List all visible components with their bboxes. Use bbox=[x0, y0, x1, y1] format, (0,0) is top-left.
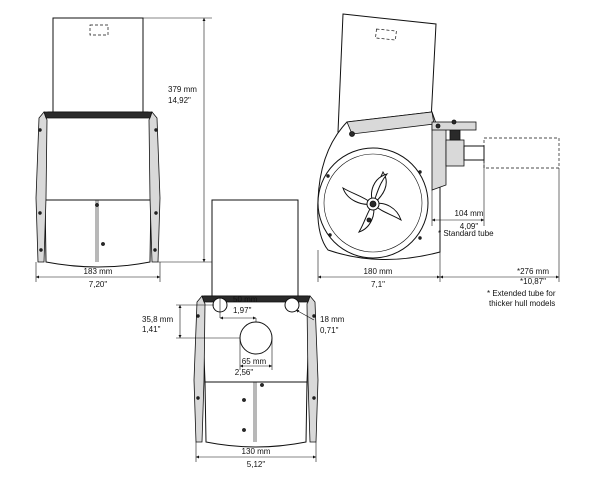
front-right-fin bbox=[148, 111, 161, 263]
dim-side-width-inch: 7,1" bbox=[371, 280, 385, 289]
dim-extended-tube-mm: *276 mm bbox=[517, 267, 549, 276]
side-hole-marker bbox=[349, 131, 355, 137]
bottom-right-fin bbox=[306, 295, 319, 443]
side-label-plate bbox=[375, 28, 397, 41]
dim-height-inch: 14,92" bbox=[168, 96, 191, 105]
side-nut bbox=[445, 139, 465, 167]
dim-standard-tube bbox=[431, 160, 485, 226]
dim-hole-diameter bbox=[239, 338, 273, 370]
dim-hole-diameter-mm: 65 mm bbox=[242, 357, 267, 366]
dim-hole-height bbox=[176, 304, 240, 339]
dim-front-width-inch: 7,20" bbox=[89, 280, 108, 289]
side-tube-standard bbox=[463, 145, 485, 161]
side-mount-bracket bbox=[431, 124, 447, 191]
dim-bottom-width-inch: 5,12" bbox=[247, 460, 266, 469]
dim-front-width-mm: 183 mm bbox=[84, 267, 113, 276]
note-extended-tube-2: thicker hull models bbox=[489, 299, 555, 308]
bottom-tube bbox=[211, 199, 299, 299]
dim-hole-height-mm: 35,8 mm bbox=[142, 315, 173, 324]
dim-standard-tube-mm: 104 mm bbox=[455, 209, 484, 218]
bottom-small-hole-right bbox=[284, 297, 300, 313]
front-housing bbox=[42, 111, 154, 201]
dim-small-hole-inch: 0,71" bbox=[320, 326, 339, 335]
side-view bbox=[317, 13, 560, 261]
side-extended-tube bbox=[483, 137, 560, 169]
dim-bottom-width bbox=[195, 442, 317, 462]
bottom-view bbox=[193, 199, 319, 448]
dim-extended-tube bbox=[440, 168, 560, 282]
dim-hole-center bbox=[219, 298, 257, 322]
dim-height bbox=[143, 17, 212, 263]
dim-height-mm: 379 mm bbox=[168, 85, 197, 94]
dim-standard-tube-inch: 4,09" bbox=[460, 222, 479, 231]
dim-hole-height-inch: 1,41" bbox=[142, 325, 161, 334]
dim-hole-diameter-inch: 2,56" bbox=[235, 368, 254, 377]
dim-bottom-width-mm: 130 mm bbox=[242, 447, 271, 456]
front-top-lip bbox=[43, 111, 153, 119]
front-left-fin bbox=[35, 111, 48, 263]
dim-side-width-mm: 180 mm bbox=[364, 267, 393, 276]
propeller bbox=[342, 170, 402, 233]
front-view bbox=[35, 17, 161, 268]
dim-extended-tube-inch: *10,87" bbox=[520, 277, 546, 286]
dim-hole-center-mm: 50 mm bbox=[233, 295, 258, 304]
note-extended-tube-1: * Extended tube for bbox=[487, 289, 556, 298]
dim-hole-center-inch: 1,97" bbox=[233, 306, 252, 315]
bottom-top-lip bbox=[201, 295, 311, 303]
front-label-plate bbox=[89, 24, 109, 36]
bottom-main-hole bbox=[239, 321, 273, 355]
bottom-left-fin bbox=[193, 295, 206, 443]
note-standard-tube: * Standard tube bbox=[438, 229, 494, 238]
dim-small-hole-mm: 18 mm bbox=[320, 315, 345, 324]
dim-small-hole-leader bbox=[295, 309, 315, 321]
side-duct-inner bbox=[323, 153, 423, 253]
dim-front-width bbox=[35, 262, 161, 282]
